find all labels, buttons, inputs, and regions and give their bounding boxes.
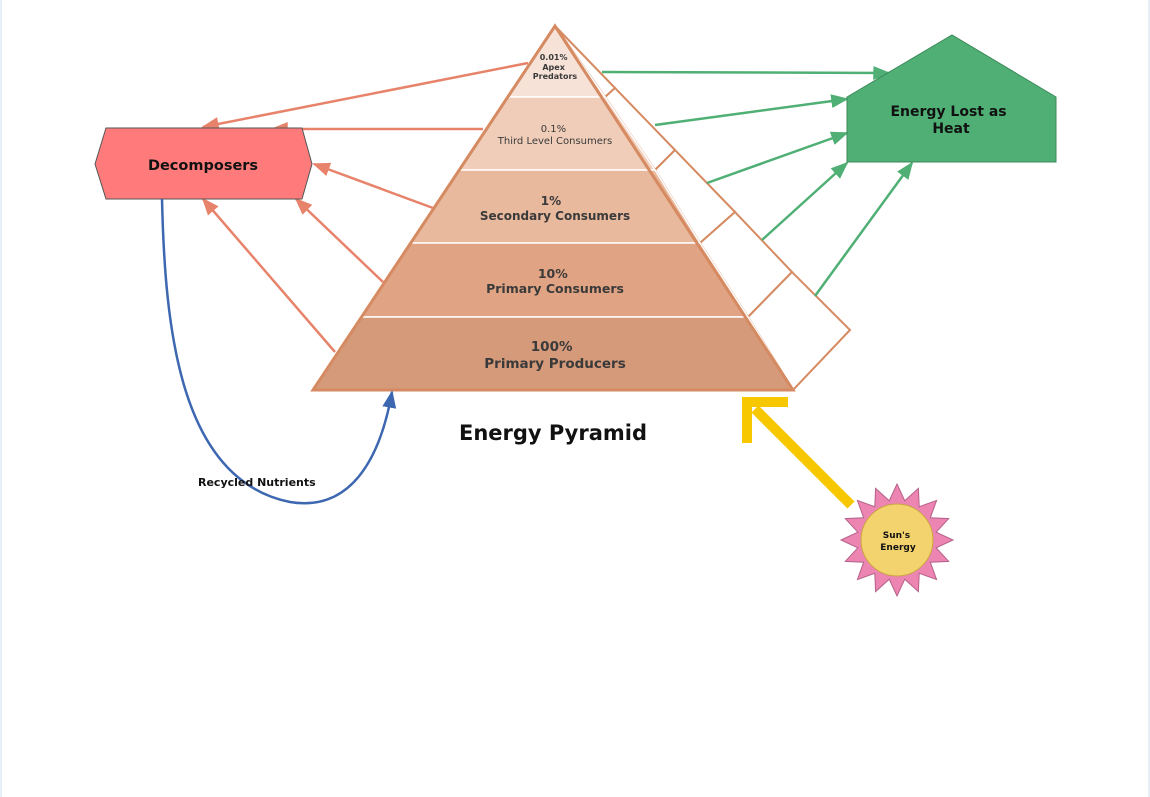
decay-arrow-producers xyxy=(201,197,336,353)
heat-arrow-secondary xyxy=(706,131,849,185)
sun-arrow-shaft xyxy=(751,405,855,509)
pyramid-side-faces xyxy=(554,25,852,392)
primary-consumers-percent: 10% xyxy=(538,266,568,281)
decomposers-node: Decomposers xyxy=(94,127,313,200)
apex-name-line-1: Apex xyxy=(542,63,565,72)
recycled-nutrients-flow: Recycled Nutrients xyxy=(160,198,397,505)
sun-label-line-2: Energy xyxy=(880,543,916,553)
recycled-nutrients-label: Recycled Nutrients xyxy=(198,476,316,489)
apex-percent: 0.01% xyxy=(540,53,568,62)
tier-producers-label: 100% Primary Producers xyxy=(484,339,625,372)
heat-arrow-producers xyxy=(813,161,914,297)
sun-energy-arrow xyxy=(742,397,855,509)
sun-label: Sun's Energy xyxy=(880,531,916,553)
decomposers-hexagon xyxy=(94,127,313,200)
pyramid-tiers xyxy=(310,23,796,392)
heat-arrow-apex xyxy=(601,65,891,80)
sun-arrow-head xyxy=(742,397,788,443)
decomposers-label: Decomposers xyxy=(148,158,258,174)
decay-arrows xyxy=(201,61,529,353)
recycled-nutrients-arrow xyxy=(160,198,397,505)
left-edge-divider xyxy=(0,0,2,797)
heat-arrow-primary-consumers xyxy=(761,161,849,241)
tier-third-level-label: 0.1% Third Level Consumers xyxy=(497,124,612,147)
decay-arrow-apex xyxy=(201,61,529,131)
pyramid-outline xyxy=(310,23,796,392)
sun-node: Sun's Energy xyxy=(839,482,955,598)
tier-secondary-label: 1% Secondary Consumers xyxy=(480,194,630,223)
secondary-name: Secondary Consumers xyxy=(480,209,630,223)
tier-primary-consumers-label: 10% Primary Consumers xyxy=(486,266,624,296)
heat-house-shape xyxy=(846,34,1057,163)
producers-name: Primary Producers xyxy=(484,356,625,372)
decay-arrow-primary-consumers xyxy=(294,197,384,283)
sun-label-line-1: Sun's xyxy=(883,531,910,541)
decay-arrow-secondary xyxy=(312,162,434,210)
third-level-percent: 0.1% xyxy=(541,124,566,135)
producers-percent: 100% xyxy=(531,339,573,355)
apex-name-line-2: Predators xyxy=(533,72,578,81)
secondary-percent: 1% xyxy=(541,194,561,208)
heat-node: Energy Lost as Heat xyxy=(846,34,1057,163)
sun-core xyxy=(860,503,934,577)
diagram-title: Energy Pyramid xyxy=(459,421,647,445)
tier-apex-label: 0.01% Apex Predators xyxy=(533,53,578,81)
primary-consumers-name: Primary Consumers xyxy=(486,281,624,296)
heat-label: Energy Lost as Heat xyxy=(890,104,1011,137)
right-edge-divider xyxy=(1148,0,1150,797)
heat-arrow-third-level xyxy=(654,94,849,127)
heat-label-line-2: Heat xyxy=(932,121,970,137)
tier-labels: 0.01% Apex Predators 0.1% Third Level Co… xyxy=(480,53,630,372)
heat-label-line-1: Energy Lost as xyxy=(890,104,1006,120)
heat-arrows xyxy=(601,65,914,297)
third-level-name: Third Level Consumers xyxy=(497,136,612,147)
